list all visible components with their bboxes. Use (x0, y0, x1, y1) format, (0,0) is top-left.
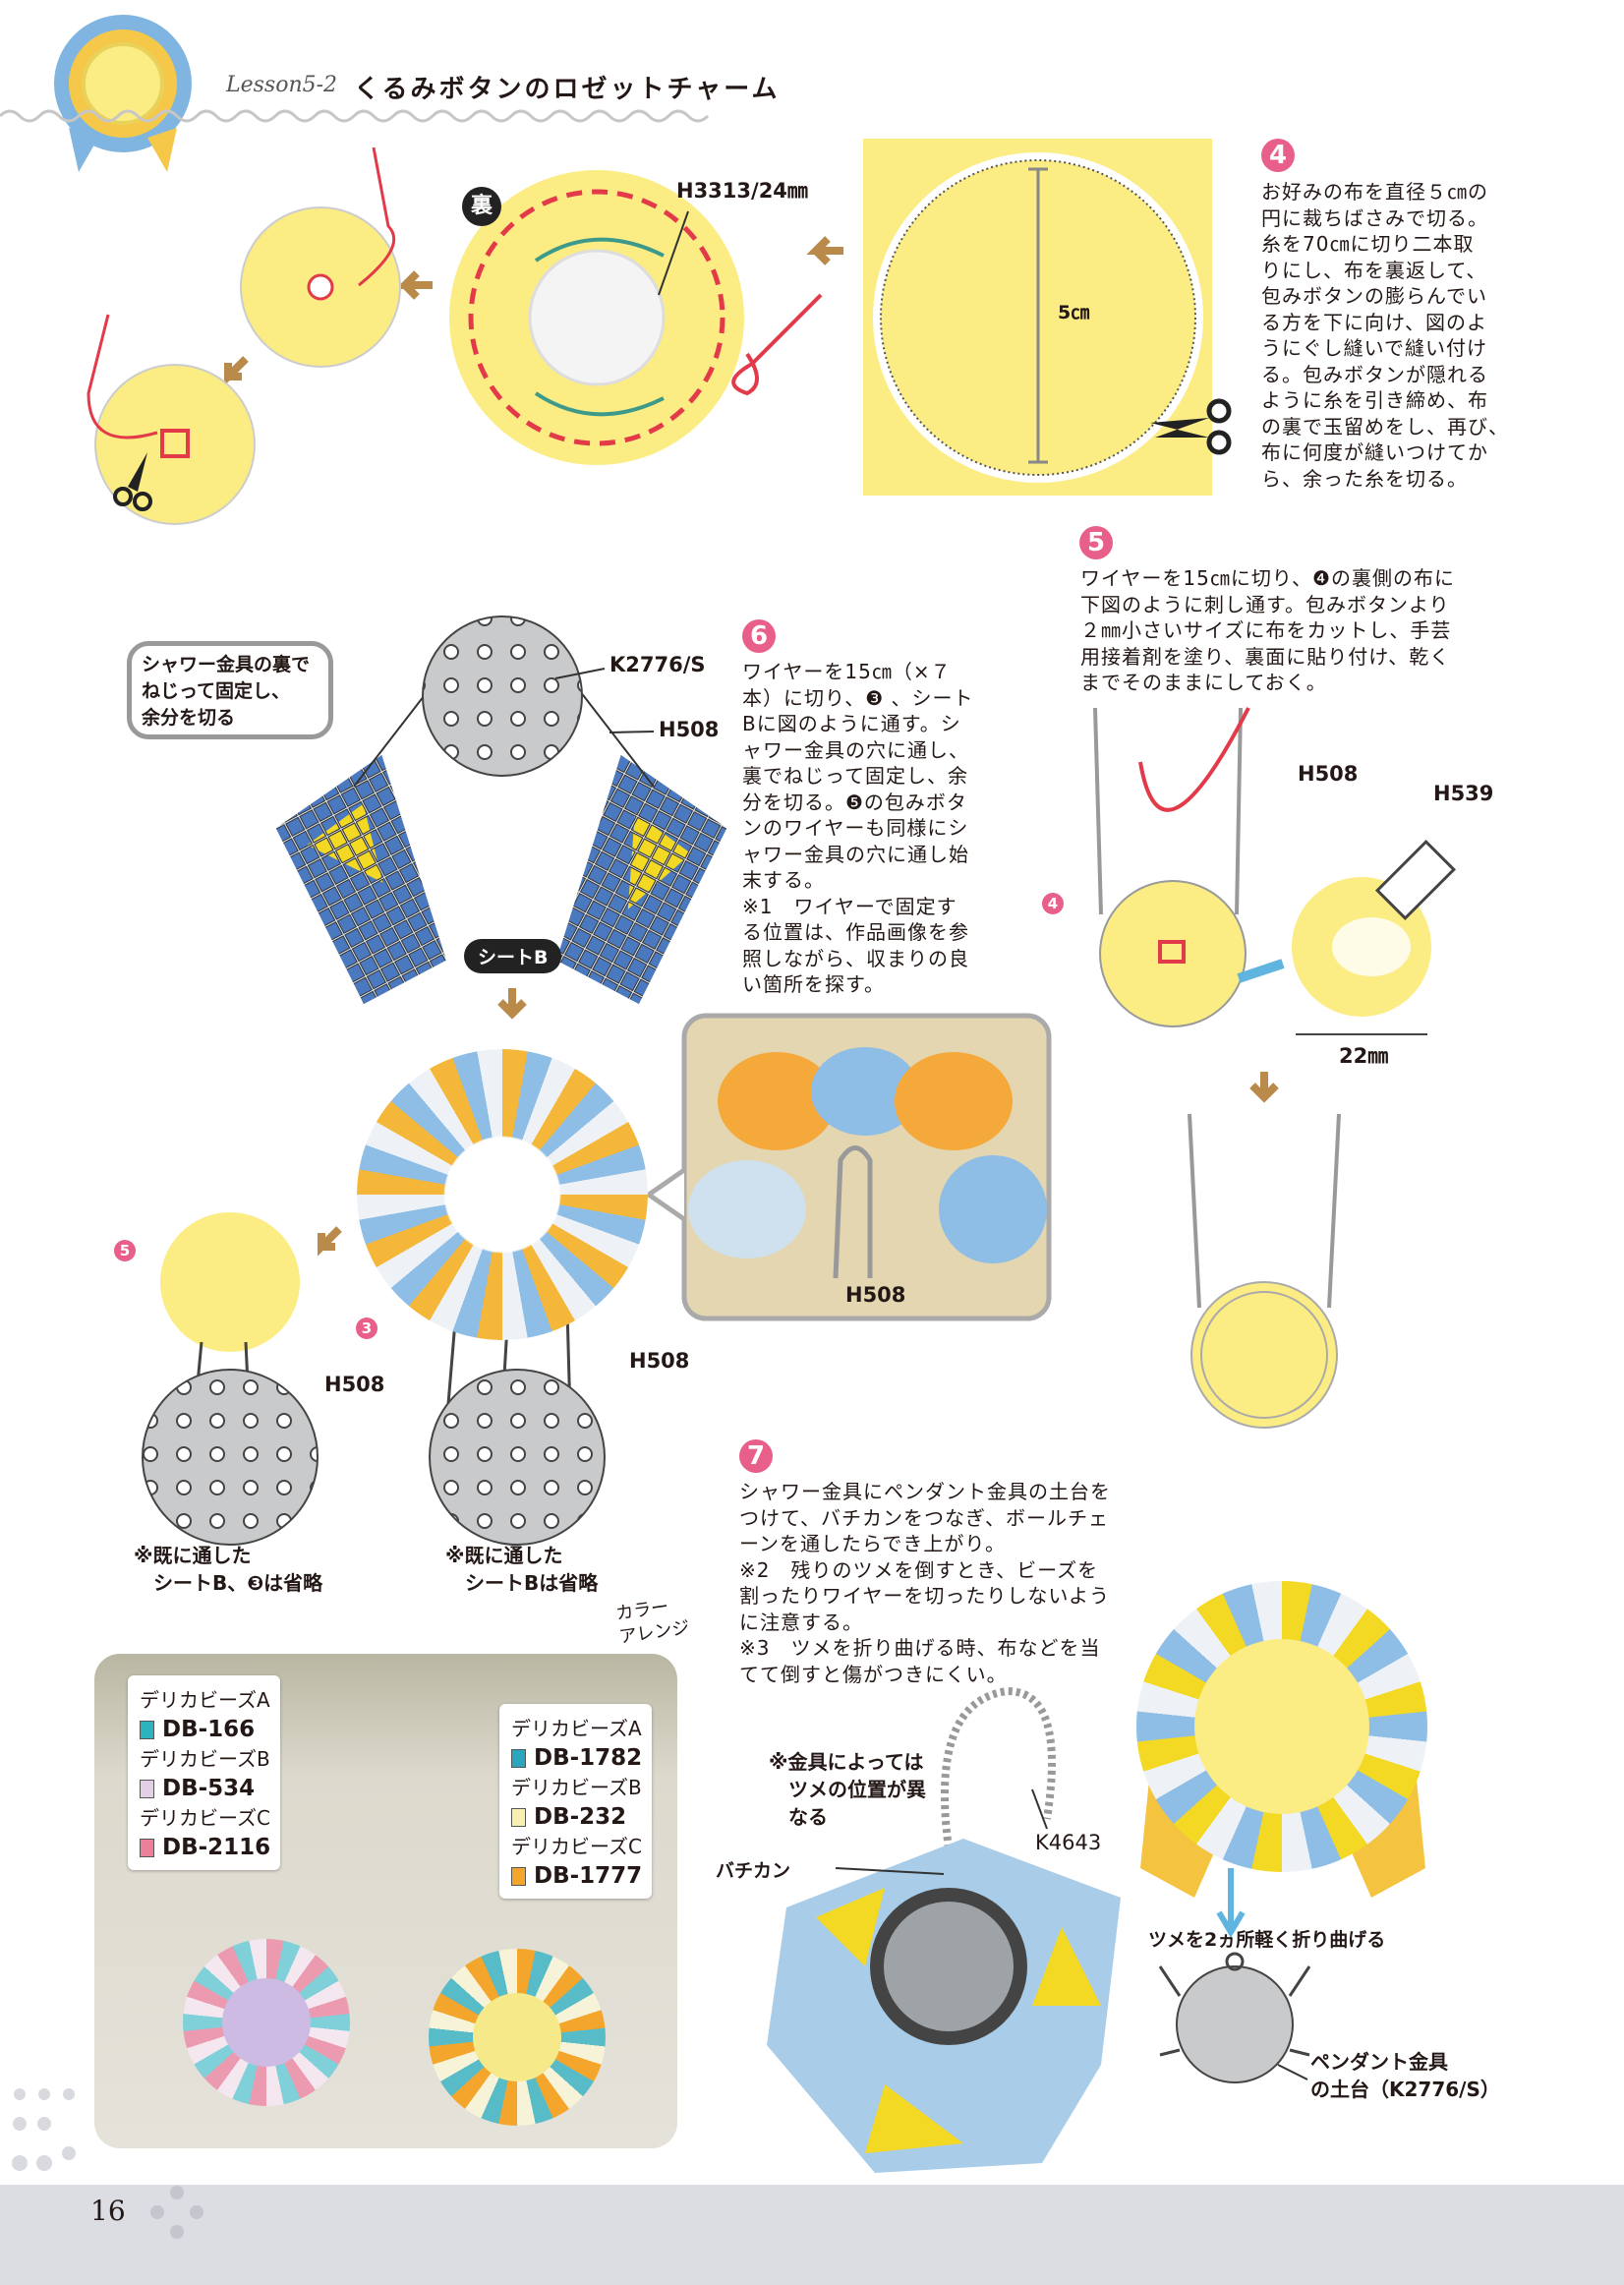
arrow-left-icon (395, 270, 433, 300)
button-5 (160, 1212, 300, 1352)
legend-name: デリカビーズC (511, 1835, 642, 1858)
step-4-badge: 4 (1261, 139, 1295, 172)
legend-name: デリカビーズB (140, 1747, 270, 1771)
note-right: ※既に通した シートBは省略 (445, 1544, 599, 1595)
zoom-beads-photo (688, 1047, 1047, 1279)
arrow-curve-icon (1138, 707, 1250, 812)
needle-icon (358, 146, 396, 287)
wire-label: H508 (659, 718, 720, 741)
step-6-badge: 6 (742, 619, 776, 653)
color-legend-right: デリカビーズA DB-1782 デリカビーズB DB-232 デリカビーズC D… (499, 1704, 653, 1899)
note-left: ※既に通した シートB、❸は省略 (134, 1544, 323, 1595)
arrow-left-blue-icon (1237, 959, 1285, 983)
arrow-left-icon (806, 236, 843, 265)
footer-dots (12, 2088, 203, 2239)
pink-rosette (183, 1939, 350, 2106)
pendant-base (1176, 1965, 1294, 2083)
covered-button (528, 249, 666, 386)
swatch (140, 1838, 154, 1857)
legend-name: デリカビーズA (140, 1688, 270, 1712)
arrow-down-blue-icon (1216, 1910, 1246, 1938)
legend-name: デリカビーズC (140, 1806, 270, 1830)
ref-badge-5: 5 (114, 1240, 136, 1261)
color-arrange-label: カラー アレンジ (614, 1596, 691, 1648)
swatch (511, 1866, 526, 1886)
fold-label: ツメを2ヵ所軽く折り曲げる (1148, 1929, 1386, 1951)
step-7-text: シャワー金具にペンダント金具の土台を つけて、バチカンをつなぎ、ボールチェ ーン… (739, 1480, 1111, 1686)
step-5-badge: 5 (1079, 526, 1113, 559)
glue-tube-icon (1374, 839, 1457, 921)
sheet-b-badge: シートB (464, 939, 562, 973)
rosette-front-ring (1136, 1581, 1427, 1872)
page-number: 16 (90, 2195, 126, 2227)
chain-label: K4643 (1035, 1831, 1102, 1854)
page-title: くるみボタンのロゼットチャーム (354, 75, 781, 104)
shower-plate-left (142, 1369, 319, 1546)
legend-code: DB-1782 (511, 1743, 642, 1773)
bubble-text: シャワー金具の裏で ねじって固定し、 余分を切る (142, 654, 311, 729)
color-legend-left: デリカビーズA DB-166 デリカビーズB DB-534 デリカビーズC DB… (128, 1675, 281, 1870)
step-7-badge: 7 (739, 1439, 773, 1473)
pendant-base-label: ペンダント金具 の土台（K2776/S） (1310, 2050, 1500, 2101)
arrow-down-left-icon (224, 356, 249, 386)
legend-code: DB-2116 (140, 1833, 270, 1862)
legend-code: DB-232 (511, 1802, 642, 1832)
shower-plate-right (429, 1369, 606, 1546)
legend-code: DB-534 (140, 1774, 270, 1803)
orange-rosette (429, 1949, 606, 2126)
shower-plate (422, 615, 583, 777)
arrow-down-icon (497, 988, 527, 1020)
diameter-label: 5㎝ (1058, 302, 1090, 323)
legend-name: デリカビーズA (511, 1717, 642, 1740)
size-label: 22㎜ (1339, 1044, 1389, 1068)
step-4-text: お好みの布を直径５㎝の 円に裁ちばさみで切る。 糸を70㎝に切り二本取 りにし、… (1261, 180, 1509, 491)
lesson-number: Lesson5-2 (226, 73, 338, 97)
rosette-ring (357, 1049, 648, 1340)
bracket-caution: ※金具によっては ツメの位置が異 なる (769, 1750, 926, 1829)
header-wavy-line (0, 109, 710, 123)
shower-plate-label: K2776/S (609, 653, 706, 676)
wire-label-right: H508 (629, 1349, 690, 1373)
footer-bar (0, 2185, 1624, 2285)
rosette-center-button (1194, 1639, 1369, 1814)
glue-label: H539 (1433, 782, 1494, 805)
needle-icon (87, 314, 158, 439)
step-5-text: ワイヤーを15㎝に切り、❹の裏側の布に 下図のように刺し通す。包みボタンより ２… (1080, 566, 1455, 694)
swatch (511, 1807, 526, 1827)
back-side-badge: 裏 (462, 187, 501, 226)
header-logo-rosette (54, 15, 192, 172)
ref-badge-3: 3 (356, 1318, 377, 1339)
arrow-down-left-icon (318, 1226, 342, 1257)
scissors-icon (1150, 398, 1232, 455)
swatch (140, 1720, 154, 1739)
sheet-b-left (275, 754, 446, 1005)
gathered-fabric-2 (94, 364, 256, 525)
swatch (511, 1748, 526, 1768)
legend-code: DB-1777 (511, 1861, 642, 1891)
ref-badge-4: 4 (1042, 893, 1064, 914)
scissors-icon (113, 452, 152, 511)
wire-label: H508 (1298, 762, 1359, 786)
bail-label: バチカン (716, 1860, 791, 1882)
speech-bubble: シャワー金具の裏で ねじって固定し、 余分を切る (127, 641, 333, 739)
legend-code: DB-166 (140, 1715, 270, 1744)
zoom-wire-label: H508 (845, 1283, 906, 1307)
step-6-text: ワイヤーを15㎝（×７ 本）に切り、❸ 、シート Bに図のように通す。シ ャワー… (742, 660, 974, 996)
swatch (140, 1779, 154, 1798)
pendant-photo (767, 1686, 1121, 2173)
button-with-wire (1099, 880, 1247, 1027)
arrow-down-icon (1249, 1072, 1279, 1103)
wire-label-left: H508 (324, 1373, 385, 1396)
needle-icon (731, 293, 823, 396)
legend-name: デリカビーズB (511, 1776, 642, 1799)
finished-button (1190, 1281, 1338, 1429)
thread-label: H3313/24㎜ (676, 179, 808, 203)
